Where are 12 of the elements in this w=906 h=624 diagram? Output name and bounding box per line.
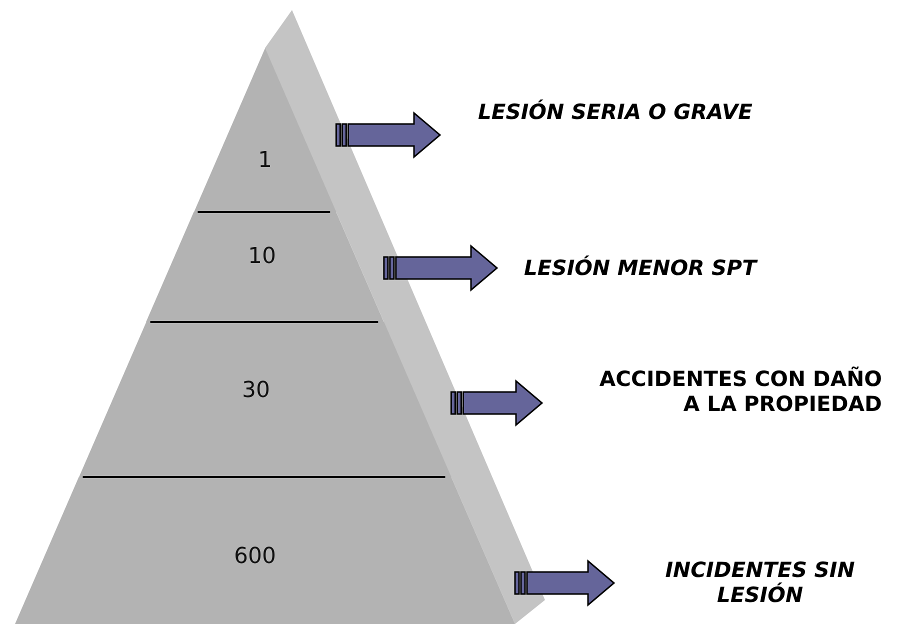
- block-arrow: [450, 379, 544, 427]
- level-label: ACCIDENTES CON DAÑO A LA PROPIEDAD: [598, 366, 882, 418]
- level-label: INCIDENTES SIN LESIÓN: [664, 558, 856, 608]
- block-arrow: [514, 559, 616, 607]
- block-arrow: [383, 244, 498, 292]
- level-count: 10: [248, 244, 276, 269]
- level-count: 1: [258, 148, 272, 173]
- block-arrow: [335, 111, 442, 159]
- level-count: 30: [242, 378, 270, 403]
- level-label: LESIÓN MENOR SPT: [524, 256, 756, 282]
- level-count: 600: [234, 544, 276, 569]
- level-label: LESIÓN SERIA O GRAVE: [478, 100, 752, 126]
